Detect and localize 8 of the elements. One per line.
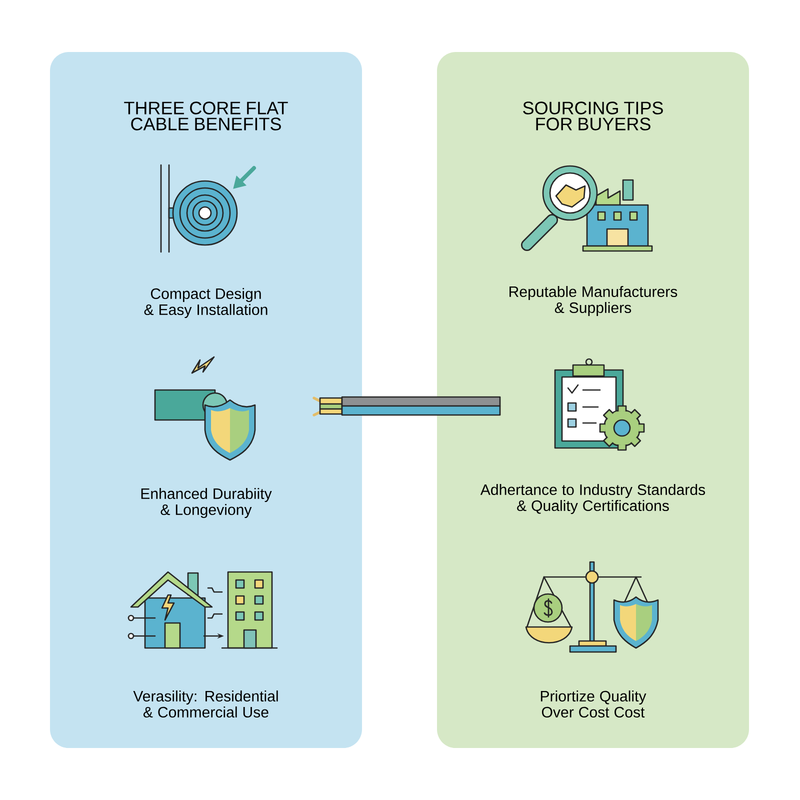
tip-text: Adhertance to Industry Standards & Quality Certifications [480,484,706,514]
panel-heading: THREE CORE FLAT CABLE BENEFITS [124,102,288,130]
benefit-text: Compact Design & Easy Installation [144,288,268,318]
panel-heading: SOURCING TIPS FOR BUYERS [523,102,663,130]
tip-text: Priortize Quality Over Cost Cost [540,690,646,718]
tip-text: Reputable Manufacturers & Suppliers [510,286,678,316]
benefit-text: Enhanced Durabiity & Longeviony [141,488,272,518]
benefit-text: Verasility: Residential & Commercial Use [133,690,278,718]
